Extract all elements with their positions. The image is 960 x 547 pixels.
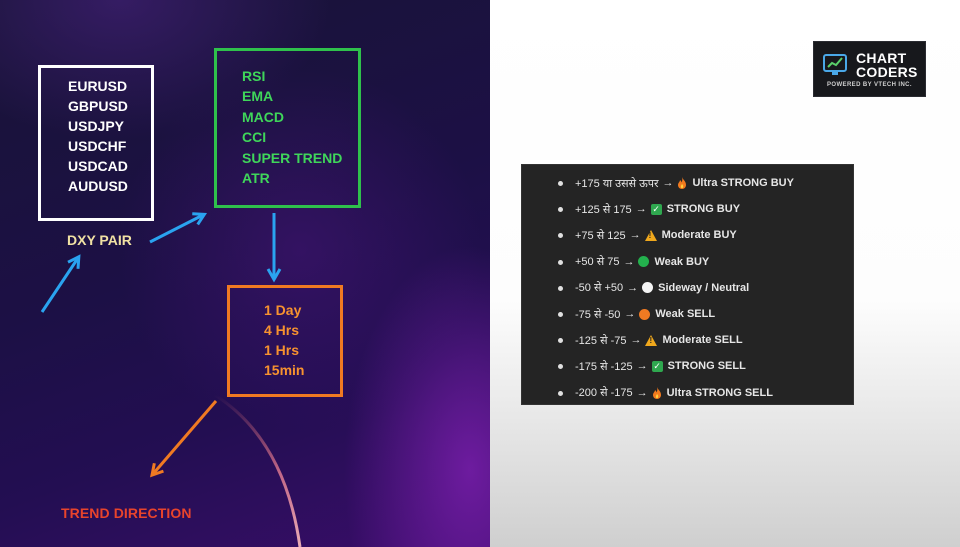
legend-signal: Ultra STRONG BUY xyxy=(692,177,794,190)
fire-icon xyxy=(652,386,661,399)
legend-range: +50 से 75 xyxy=(575,256,620,269)
legend-signal: Weak BUY xyxy=(654,255,710,268)
bullet-icon xyxy=(558,390,563,396)
check-icon: ✓ xyxy=(651,360,663,372)
indicator-item: RSI xyxy=(242,68,266,84)
legend-signal: Sideway / Neutral xyxy=(658,281,750,294)
warning-icon xyxy=(644,229,657,241)
legend-row: -125 से -75 → Moderate SELL xyxy=(522,327,853,353)
legend-arrow: → xyxy=(629,229,641,242)
bullet-icon xyxy=(558,285,563,291)
legend-signal: STRONG SELL xyxy=(667,360,746,373)
legend-signal: Weak SELL xyxy=(655,308,716,321)
orange-dot-icon xyxy=(639,308,651,320)
timeframes-box: 1 Day 4 Hrs 1 Hrs 15min xyxy=(227,285,343,397)
diagram-decoration xyxy=(40,212,302,547)
legend-row: -200 से -175 → Ultra STRONG SELL xyxy=(522,380,853,406)
diagram-panel: EURUSD GBPUSD USDJPY USDCHF USDCAD AUDUS… xyxy=(0,0,490,547)
legend-arrow: → xyxy=(630,334,642,347)
check-icon: ✓ xyxy=(650,203,662,215)
indicator-item: SUPER TREND xyxy=(242,149,343,166)
legend-signal: Moderate SELL xyxy=(662,334,743,347)
bullet-icon xyxy=(558,181,563,186)
bullet-icon xyxy=(558,338,563,344)
legend-row: +75 से 125 → Moderate BUY xyxy=(522,222,853,248)
timeframe-item: 1 Hrs xyxy=(264,342,300,358)
legend-arrow: → xyxy=(635,203,647,216)
logo-title-line2: CODERS xyxy=(856,63,918,80)
legend-arrow: → xyxy=(636,360,648,373)
indicator-item: ATR xyxy=(242,170,270,187)
pair-item: USDJPY xyxy=(68,118,125,134)
legend-row: +125 से 175 → ✓ STRONG BUY xyxy=(522,196,853,222)
pair-item: USDCHF xyxy=(68,138,127,154)
legend-row: -175 से -125 → ✓ STRONG SELL xyxy=(522,353,853,379)
legend-row: -75 से -50 → Weak SELL xyxy=(522,301,853,327)
pairs-box: EURUSD GBPUSD USDJPY USDCHF USDCAD AUDUS… xyxy=(38,65,154,221)
pair-item: GBPUSD xyxy=(68,98,128,114)
glow-arc xyxy=(214,393,302,547)
signal-legend: +175 या उससे ऊपर → Ultra STRONG BUY +125… xyxy=(521,164,854,405)
legend-signal: Ultra STRONG SELL xyxy=(666,386,773,399)
timeframe-item: 4 Hrs xyxy=(264,322,300,338)
fire-icon xyxy=(678,177,687,190)
indicator-item: CCI xyxy=(242,129,267,146)
green-dot-icon xyxy=(638,256,650,268)
legend-row: +50 से 75 → Weak BUY xyxy=(522,249,853,275)
arrow-pair-up xyxy=(40,254,81,313)
legend-range: +125 से 175 xyxy=(575,203,632,216)
legend-signal: STRONG BUY xyxy=(666,203,741,216)
legend-arrow: → xyxy=(624,308,636,321)
bullet-icon xyxy=(558,233,563,239)
legend-range: +175 या उससे ऊपर xyxy=(575,177,659,190)
indicators-box: RSI EMA MACD CCI SUPER TREND ATR xyxy=(214,48,361,208)
legend-row: +175 या उससे ऊपर → Ultra STRONG BUY xyxy=(522,170,853,196)
pair-item: USDCAD xyxy=(68,158,128,174)
trend-direction-label: TREND DIRECTION xyxy=(61,505,192,521)
white-dot-icon xyxy=(642,282,654,294)
legend-range: +75 से 125 xyxy=(575,229,626,242)
legend-arrow: → xyxy=(636,386,648,399)
pair-item: AUDUSD xyxy=(68,178,128,194)
monitor-chart-icon xyxy=(823,53,847,75)
arrow-to-trend xyxy=(150,400,218,478)
bullet-icon xyxy=(558,311,563,317)
indicator-item: EMA xyxy=(242,88,274,105)
arrow-to-indicators xyxy=(149,212,208,244)
bullet-icon xyxy=(558,207,563,213)
warning-icon xyxy=(645,334,658,346)
timeframe-item: 15min xyxy=(264,362,305,378)
legend-arrow: → xyxy=(662,177,674,190)
legend-signal: Moderate BUY xyxy=(661,229,737,242)
chart-coders-logo: CHART CODERS POWERED BY VTECH INC. xyxy=(813,41,926,97)
timeframe-item: 1 Day xyxy=(264,302,302,318)
legend-range: -75 से -50 xyxy=(575,308,621,321)
legend-range: -175 से -125 xyxy=(575,360,633,373)
legend-range: -125 से -75 xyxy=(575,334,627,347)
legend-arrow: → xyxy=(627,281,639,294)
dxy-pair-label: DXY PAIR xyxy=(67,232,132,248)
legend-arrow: → xyxy=(623,255,635,268)
pair-item: EURUSD xyxy=(68,78,128,94)
logo-title-line1: CHART xyxy=(856,49,907,66)
legend-range: -50 से +50 xyxy=(575,282,624,295)
indicator-item: MACD xyxy=(242,108,284,125)
logo-subtitle: POWERED BY VTECH INC. xyxy=(827,81,912,88)
bullet-icon xyxy=(558,364,563,370)
legend-row: -50 से +50 → Sideway / Neutral xyxy=(522,275,853,301)
bullet-icon xyxy=(558,259,563,265)
legend-range: -200 से -175 xyxy=(575,387,633,400)
